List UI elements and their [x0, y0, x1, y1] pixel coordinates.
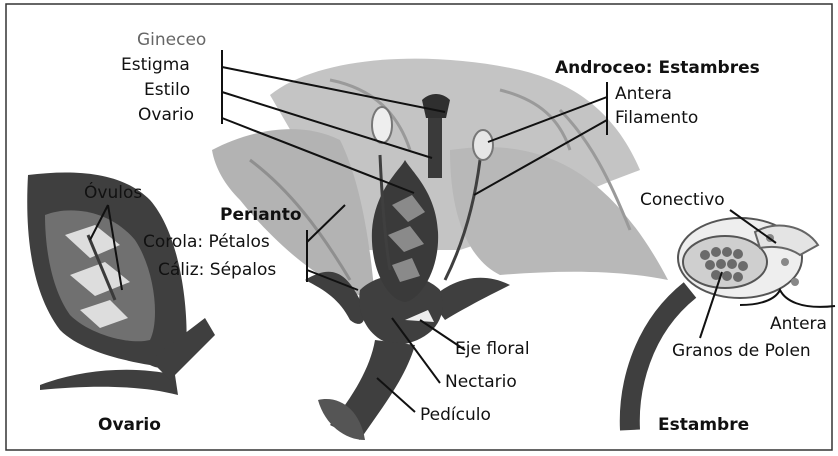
perianto-label: Perianto — [220, 205, 302, 225]
eje-floral-label: Eje floral — [455, 339, 530, 359]
antera-label: Antera — [615, 84, 672, 104]
antera-stamen-label: Antera — [770, 314, 827, 334]
stigma — [422, 94, 450, 118]
ovulos-label: Óvulos — [84, 183, 142, 203]
estigma-label: Estigma — [121, 55, 190, 75]
anther-right — [473, 130, 493, 160]
estambre-caption: Estambre — [658, 415, 749, 435]
estilo-label: Estilo — [144, 80, 190, 100]
filamento-label: Filamento — [615, 108, 698, 128]
anther-left — [372, 107, 392, 143]
nectario-label: Nectario — [445, 372, 517, 392]
androceo-label: Androceo: Estambres — [555, 58, 760, 78]
ovario-label: Ovario — [138, 105, 194, 125]
caliz-label: Cáliz: Sépalos — [158, 260, 276, 280]
granos-polen-label: Granos de Polen — [672, 341, 811, 361]
style — [428, 108, 442, 178]
gineceo-label: Gineceo — [137, 30, 206, 50]
conectivo-label: Conectivo — [640, 190, 725, 210]
ovario-caption: Ovario — [98, 415, 161, 435]
pediculo-label: Pedículo — [420, 405, 491, 425]
corola-label: Corola: Pétalos — [143, 232, 270, 252]
